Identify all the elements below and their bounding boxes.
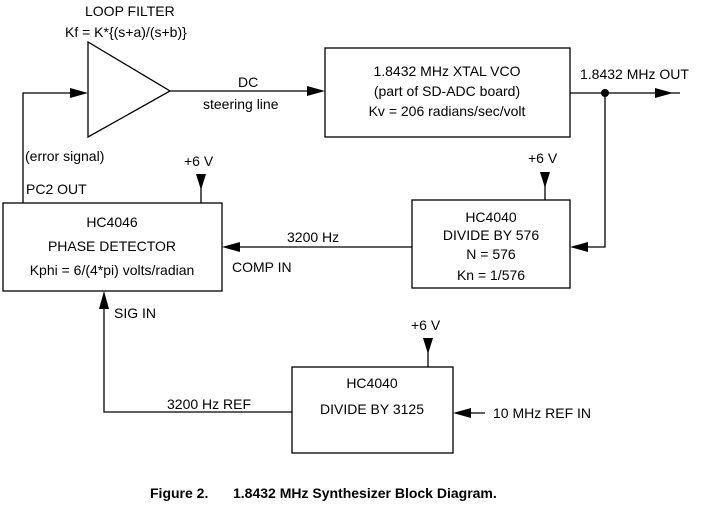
divider-3125-supply-label: +6 V [411, 317, 441, 333]
ref-freq-label: 3200 Hz REF [167, 396, 251, 412]
loop-filter-amplifier-icon [87, 40, 172, 139]
divider-3125-supply-arrow-icon [423, 338, 433, 354]
phase-detector-supply-label: +6 V [184, 153, 214, 169]
divider-576-kn: Kn = 1/576 [457, 267, 525, 283]
figure-number: Figure 2. [150, 485, 208, 501]
error-signal-wire [22, 92, 80, 203]
amp-input-arrow-icon [70, 88, 88, 98]
phase-detector-gain: Kphi = 6/(4*pi) volts/radian [30, 262, 195, 278]
ref-in-label: 10 MHz REF IN [493, 405, 591, 421]
figure-title: 1.8432 MHz Synthesizer Block Diagram. [233, 485, 497, 501]
divider-576-block [411, 199, 571, 289]
pc2-out-label: PC2 OUT [26, 181, 87, 197]
phase-detector-chip: HC4046 [86, 214, 138, 230]
phase-detector-supply-arrow-icon [196, 174, 206, 190]
steering-line-label: steering line [203, 96, 279, 112]
vco-title: 1.8432 MHz XTAL VCO [373, 63, 520, 79]
output-label: 1.8432 MHz OUT [580, 66, 689, 82]
loop-filter-transfer-function: Kf = K*{(s+a)/(s+b)} [65, 24, 187, 40]
sig-in-arrow-icon [99, 291, 109, 309]
phase-detector-block [2, 202, 223, 292]
divider-576-supply-label: +6 V [528, 150, 558, 166]
dc-label: DC [238, 74, 258, 90]
divider-576-function: DIVIDE BY 576 [443, 227, 539, 243]
error-signal-label: (error signal) [25, 148, 104, 164]
loop-filter-title: LOOP FILTER [85, 3, 175, 19]
comp-in-arrow-icon [222, 242, 240, 252]
divider-576-supply-arrow-icon [540, 172, 550, 188]
vco-input-arrow-icon [307, 86, 325, 96]
vco-gain: Kv = 206 radians/sec/volt [369, 103, 526, 119]
phase-detector-function: PHASE DETECTOR [48, 238, 176, 254]
ref-wire [103, 305, 292, 413]
divider-3125-chip: HC4040 [346, 375, 398, 391]
comp-freq-label: 3200 Hz [287, 229, 339, 245]
divider-576-input-arrow-icon [570, 242, 588, 252]
sig-in-label: SIG IN [114, 305, 156, 321]
vco-block [324, 47, 571, 138]
divider-3125-function: DIVIDE BY 3125 [320, 401, 424, 417]
comp-in-label: COMP IN [232, 259, 292, 275]
vco-subtitle: (part of SD-ADC board) [374, 83, 520, 99]
divider-576-n: N = 576 [466, 246, 516, 262]
feedback-wire [585, 93, 606, 248]
divider-3125-block [291, 366, 454, 454]
output-arrow-icon [655, 88, 673, 98]
ref-in-arrow-icon [453, 408, 471, 418]
divider-576-chip: HC4040 [465, 209, 517, 225]
